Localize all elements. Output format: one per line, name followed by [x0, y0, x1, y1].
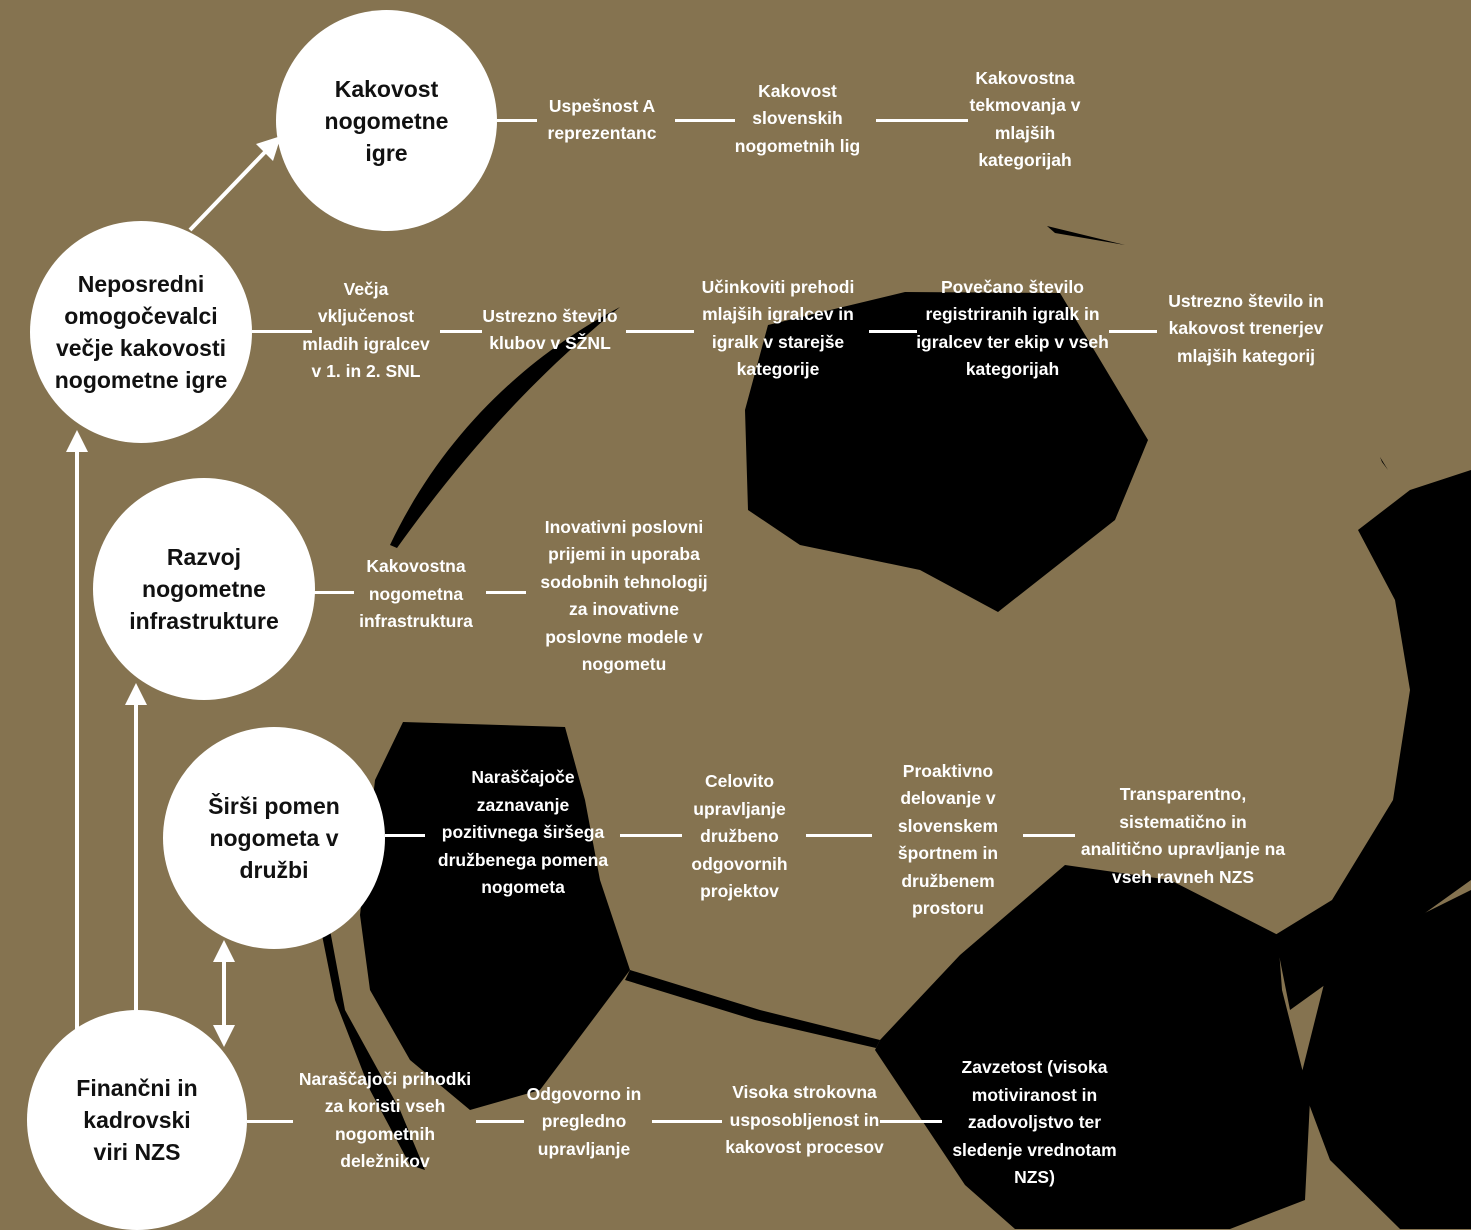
ball-seam-lower: [625, 970, 880, 1048]
arrow-shaft: [222, 958, 226, 1026]
connector: [675, 119, 735, 122]
label-sirsi-3: Transparentno, sistematično in analitičn…: [1080, 784, 1286, 887]
ball-stroke-top: [1047, 226, 1125, 245]
diagonal-arrowhead: [256, 136, 281, 161]
connector: [620, 834, 682, 837]
connector: [486, 591, 526, 594]
label-financni-0: Naraščajoči prihodki za koristi vseh nog…: [298, 1068, 472, 1172]
node-sirsi: Širši pomen nogometa v družbi: [163, 727, 385, 949]
connector: [652, 1120, 722, 1123]
label-sirsi-0: Naraščajoče zaznavanje pozitivnega širše…: [437, 767, 609, 898]
label-sirsi-2: Proaktivno delovanje v slovenskem športn…: [897, 760, 999, 919]
label-financni-3: Zavzetost (visoka motiviranost in zadovo…: [952, 1057, 1117, 1188]
connector: [476, 1120, 524, 1123]
connector: [314, 591, 354, 594]
ball-patch-left: [360, 722, 630, 1110]
connector: [385, 834, 425, 837]
connector: [806, 834, 872, 837]
connector: [869, 330, 917, 333]
node-kakovost: Kakovost nogometne igre: [276, 10, 497, 231]
label-neposredni-4: Ustrezno število in kakovost trenerjev m…: [1168, 290, 1324, 366]
connector: [880, 1120, 942, 1123]
label-kakovost-0: Uspešnost A reprezentanc: [547, 95, 657, 144]
ball-patch-right-edge: [1300, 890, 1471, 1229]
connector: [440, 330, 482, 333]
label-kakovost-1: Kakovost slovenskih nogometnih lig: [734, 80, 861, 156]
label-neposredni-1: Ustrezno število klubov v SŽNL: [482, 305, 618, 354]
ball-patch-upper: [745, 292, 1148, 612]
arrowhead-up: [125, 683, 147, 705]
node-neposredni: Neposredni omogočevalci večje kakovosti …: [30, 221, 252, 443]
arrowhead-down: [213, 1025, 235, 1047]
label-razvoj-0: Kakovostna nogometna infrastruktura: [359, 556, 473, 632]
arrowhead-up: [213, 940, 235, 962]
connector: [247, 1120, 293, 1123]
diagonal-arrow-shaft: [188, 149, 268, 232]
label-sirsi-1: Celovito upravljanje družbeno odgovornih…: [691, 771, 788, 902]
ball-patch-right: [1275, 470, 1471, 1010]
arrow-shaft: [134, 700, 138, 1013]
label-neposredni-2: Učinkoviti prehodi mlajših igralcev in i…: [701, 276, 855, 380]
label-kakovost-2: Kakovostna tekmovanja v mlajših kategori…: [969, 67, 1081, 171]
connector: [626, 330, 694, 333]
label-neposredni-0: Večja vključenost mladih igralcev v 1. i…: [302, 278, 430, 382]
arrowhead-up: [66, 430, 88, 452]
ball-stroke-left-arc: [390, 307, 620, 548]
connector: [1023, 834, 1075, 837]
arrow-shaft: [75, 450, 79, 1030]
ball-stroke-right-thin: [1380, 457, 1388, 470]
ball-patch-lower-right: [875, 865, 1310, 1229]
connector: [1109, 330, 1157, 333]
label-financni-2: Visoka strokovna usposobljenost in kakov…: [725, 1082, 884, 1158]
ball-seam-left-edge: [322, 930, 425, 1170]
label-neposredni-3: Povečano število registriranih igralk in…: [916, 276, 1109, 380]
connector: [876, 119, 968, 122]
connector: [252, 330, 312, 333]
label-financni-1: Odgovorno in pregledno upravljanje: [526, 1083, 642, 1159]
connector: [497, 119, 537, 122]
label-razvoj-1: Inovativni poslovni prijemi in uporaba s…: [540, 516, 708, 675]
node-financni: Finančni in kadrovski viri NZS: [27, 1010, 247, 1230]
node-razvoj: Razvoj nogometne infrastrukture: [93, 478, 315, 700]
